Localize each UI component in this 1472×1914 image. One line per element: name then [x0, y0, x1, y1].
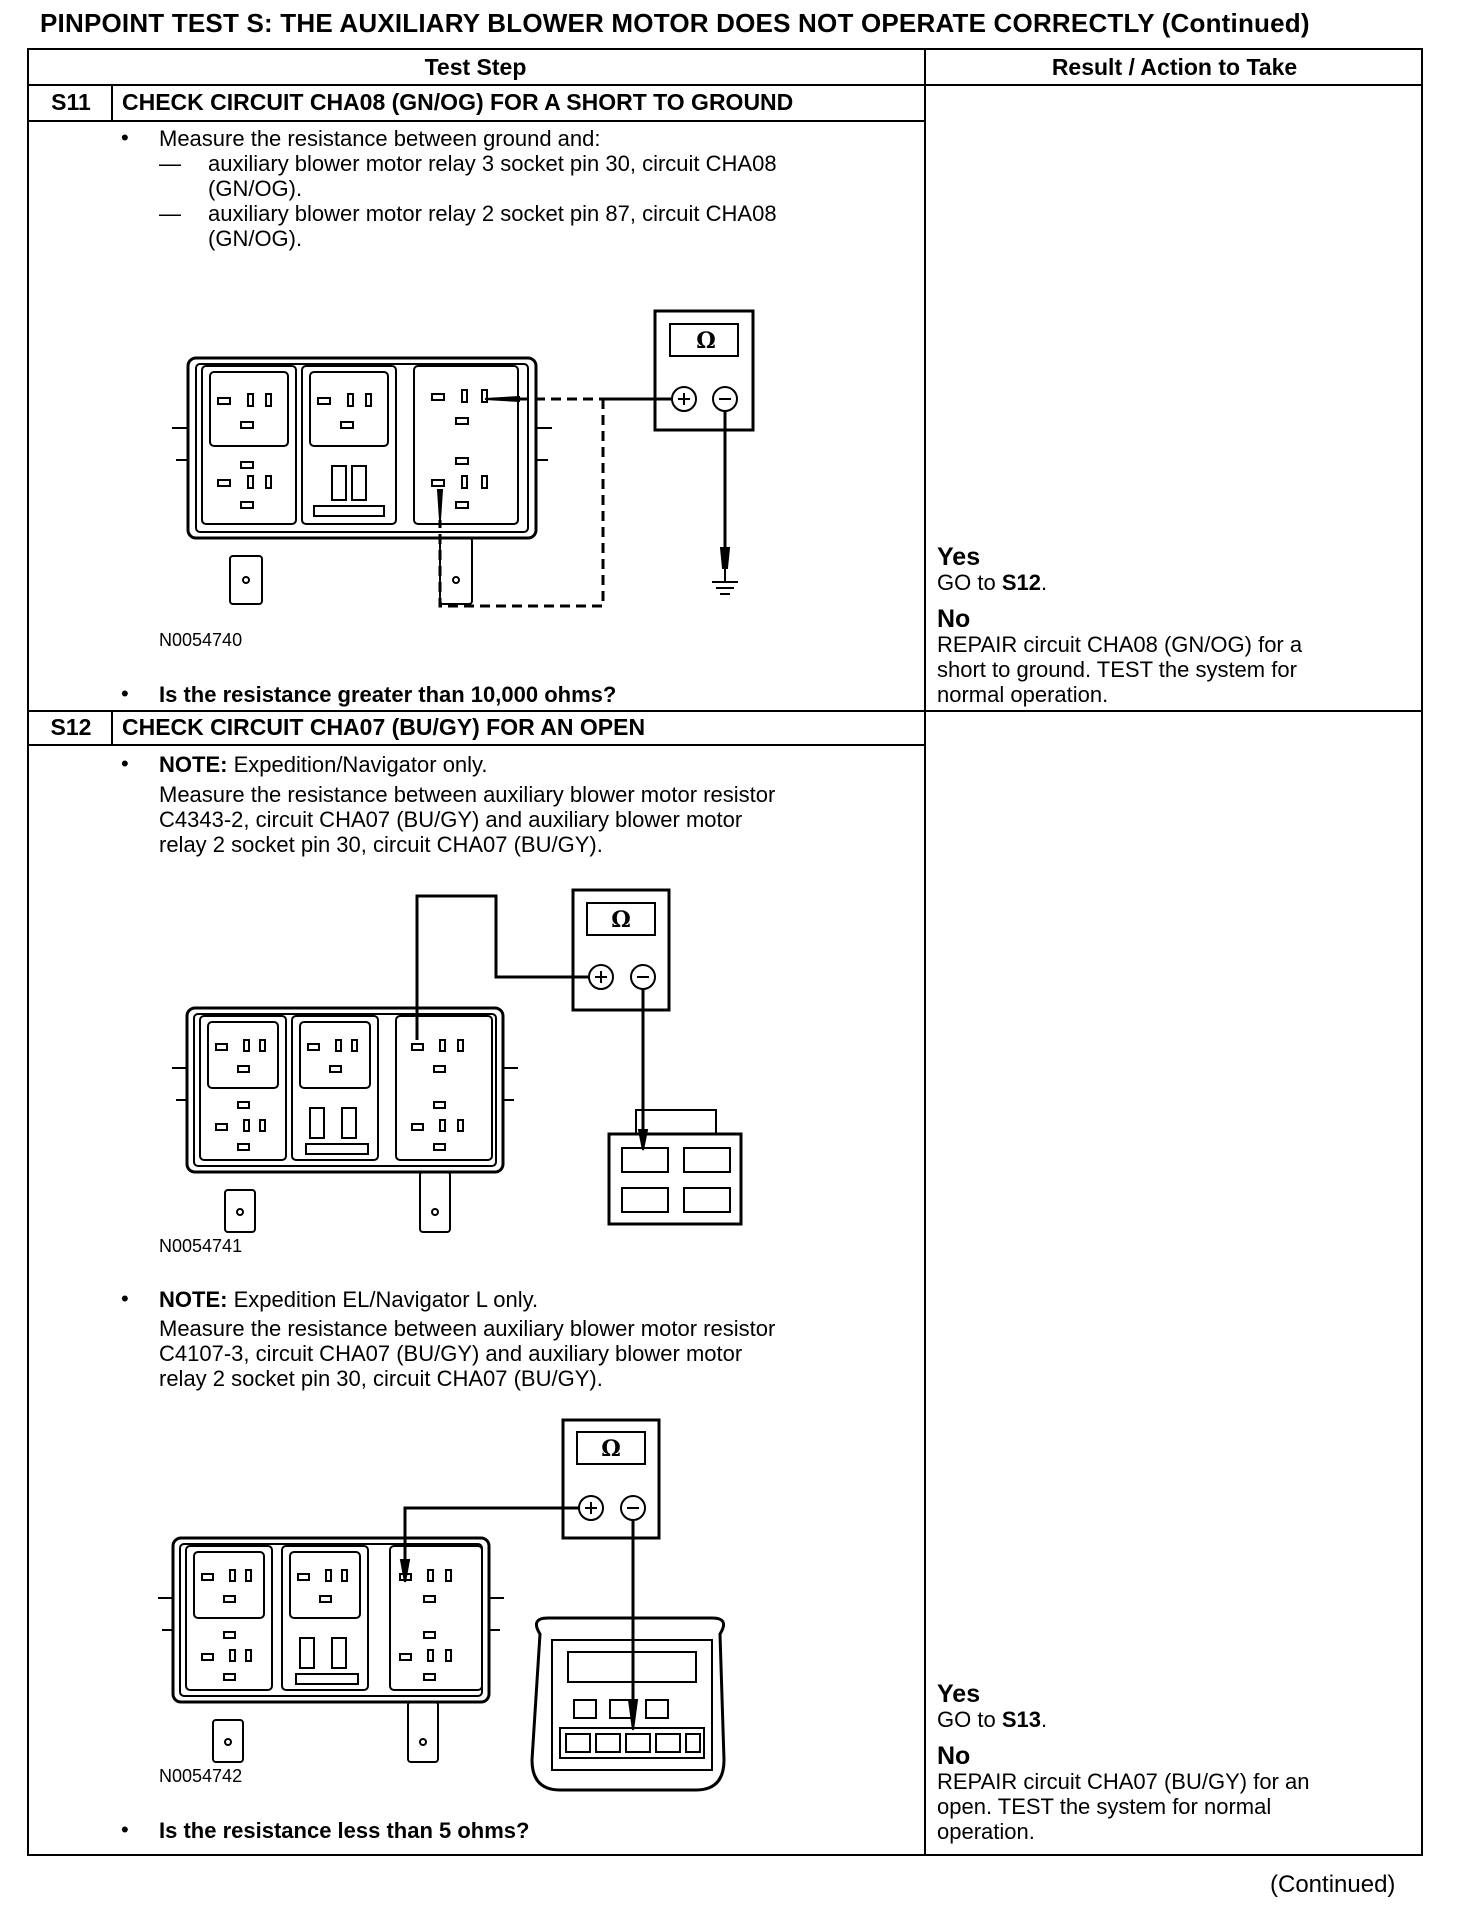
s11-item1-line2: (GN/OG). [208, 176, 303, 201]
procedure-table [27, 48, 1423, 1856]
s12-measure1-line1: Measure the resistance between auxiliary… [159, 782, 776, 807]
s11-no-action-line1: REPAIR circuit CHA08 (GN/OG) for a [937, 632, 1303, 657]
s11-yes-label: Yes [937, 543, 981, 571]
continued-footer: (Continued) [1270, 1871, 1396, 1898]
step-id-s12: S12 [50, 714, 92, 740]
s12-question: Is the resistance less than 5 ohms? [159, 1818, 530, 1843]
s12-yes-action: GO to S13. [937, 1707, 1047, 1732]
header-result-action: Result / Action to Take [1051, 54, 1298, 80]
s12-measure2-line2: C4107-3, circuit CHA07 (BU/GY) and auxil… [159, 1341, 743, 1366]
s11-no-label: No [937, 605, 971, 633]
column-divider [924, 48, 926, 1856]
bullet: • [121, 681, 129, 706]
figure-id-n0054740: N0054740 [159, 630, 243, 650]
s11-question: Is the resistance greater than 10,000 oh… [159, 682, 617, 707]
s11-item2-line2: (GN/OG). [208, 226, 303, 251]
s13-step-link[interactable]: S13 [1001, 1707, 1041, 1732]
bullet: • [121, 1286, 129, 1311]
bullet: • [121, 125, 129, 150]
go-to-text: GO to [937, 1707, 996, 1732]
page-title: PINPOINT TEST S: THE AUXILIARY BLOWER MO… [40, 8, 1310, 38]
header-test-step: Test Step [424, 54, 527, 80]
note-label: NOTE: [159, 752, 228, 777]
s11-title-rule [27, 120, 925, 122]
s12-measure1-line2: C4343-2, circuit CHA07 (BU/GY) and auxil… [159, 807, 743, 832]
note-text: Expedition EL/Navigator L only. [233, 1287, 539, 1312]
header-rule [27, 84, 1423, 86]
step-title-s11: CHECK CIRCUIT CHA08 (GN/OG) FOR A SHORT … [122, 89, 794, 115]
s11-yes-action: GO to S12. [937, 570, 1047, 595]
s12-id-divider [111, 710, 113, 744]
note-text: Expedition/Navigator only. [233, 752, 488, 777]
s12-note1: NOTE: Expedition/Navigator only. [159, 752, 488, 777]
go-to-text: GO to [937, 570, 996, 595]
bullet: • [121, 1817, 129, 1842]
s11-id-divider [111, 84, 113, 120]
s11-instruction: Measure the resistance between ground an… [159, 126, 601, 151]
ohm-symbol: Ω [601, 1436, 621, 1462]
s12-no-action-line2: open. TEST the system for normal [937, 1794, 1272, 1819]
s12-title-rule [27, 744, 925, 746]
ohm-symbol: Ω [696, 328, 716, 354]
note-label: NOTE: [159, 1287, 228, 1312]
s11-no-action-line3: normal operation. [937, 682, 1109, 707]
dash: — [159, 151, 181, 176]
s12-note2: NOTE: Expedition EL/Navigator L only. [159, 1287, 538, 1312]
row-separator [27, 710, 1423, 712]
s12-measure2-line3: relay 2 socket pin 30, circuit CHA07 (BU… [159, 1366, 603, 1391]
s12-step-link[interactable]: S12 [1001, 570, 1041, 595]
period: . [1040, 570, 1048, 595]
s12-yes-label: Yes [937, 1680, 981, 1708]
s11-item1-line1: auxiliary blower motor relay 3 socket pi… [208, 151, 777, 176]
step-id-s11: S11 [51, 89, 91, 115]
bullet: • [121, 751, 129, 776]
figure-id-n0054742: N0054742 [159, 1766, 243, 1786]
s12-no-action-line1: REPAIR circuit CHA07 (BU/GY) for an [937, 1769, 1310, 1794]
ohm-symbol: Ω [611, 907, 631, 933]
s12-measure1-line3: relay 2 socket pin 30, circuit CHA07 (BU… [159, 832, 603, 857]
s12-no-action-line3: operation. [937, 1819, 1035, 1844]
s11-item2-line1: auxiliary blower motor relay 2 socket pi… [208, 201, 777, 226]
dash: — [159, 201, 181, 226]
s12-no-label: No [937, 1742, 971, 1770]
figure-id-n0054741: N0054741 [159, 1236, 243, 1256]
s12-measure2-line1: Measure the resistance between auxiliary… [159, 1316, 776, 1341]
step-title-s12: CHECK CIRCUIT CHA07 (BU/GY) FOR AN OPEN [122, 714, 646, 740]
s11-no-action-line2: short to ground. TEST the system for [937, 657, 1297, 682]
period: . [1040, 1707, 1048, 1732]
